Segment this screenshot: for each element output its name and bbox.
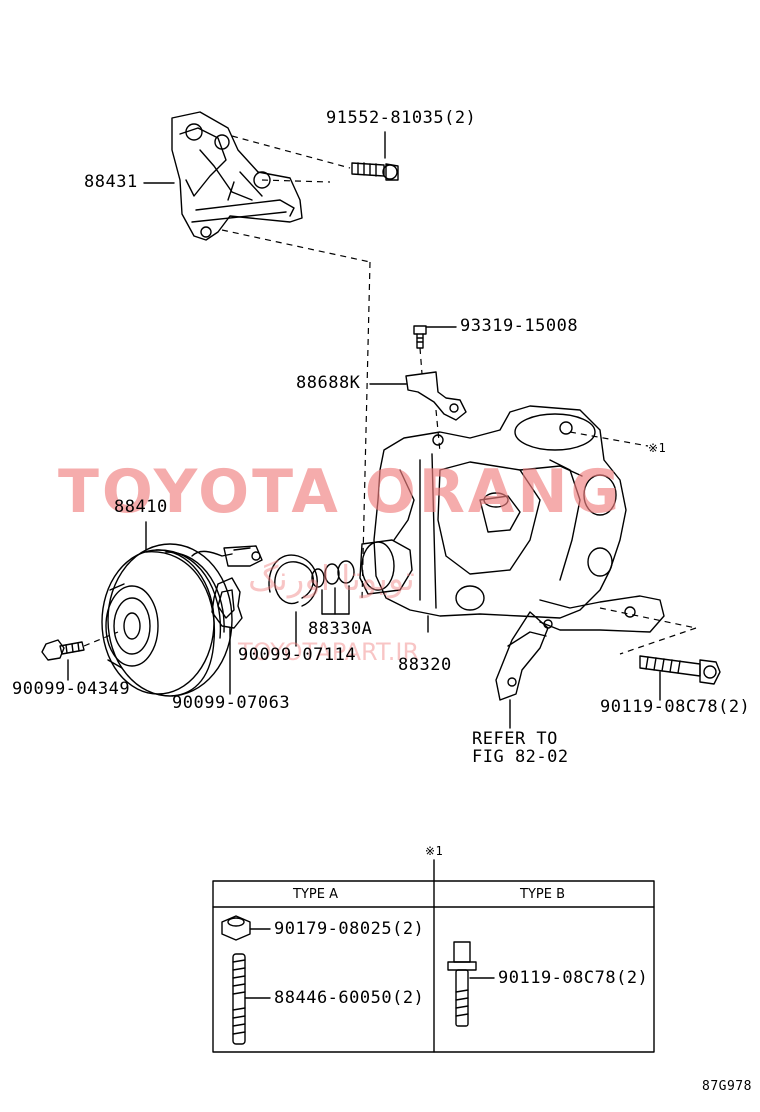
mount-bracket-drawing [495,611,549,701]
small-bolt-drawing [413,325,427,349]
clutch-wire-drawing [191,545,263,567]
table-stud-drawing [232,953,246,1045]
compressor-bolt-drawing [639,655,721,685]
shim-drawing [211,577,243,629]
label-pulley-bolt: 90099-04349 [12,679,131,699]
table-nut-drawing [221,915,251,941]
table-header-type-a: TYPE A [293,887,338,902]
label-refer-line-1: REFER TO [472,729,558,749]
watermark-text: TOYOTA ORANG [58,457,623,527]
table-bolt-drawing [447,941,477,1027]
label-clutch: 88410 [114,497,168,517]
label-compressor-bolt: 90119-08C78(2) [600,697,751,717]
watermark-url-text: TOYOTAPART.IR [238,638,420,666]
compressor-88320-drawing [359,405,665,633]
bracket-bolt-drawing [351,162,399,181]
label-refer-line-2: FIG 82-02 [472,747,569,767]
clutch-pulley-drawing [101,543,233,697]
label-table-bolt: 90119-08C78(2) [498,968,649,988]
bracket-88431-drawing [171,111,303,241]
label-compressor: 88320 [398,655,452,675]
label-bracket-bolt: 91552-81035(2) [326,108,477,128]
table-header-type-b: TYPE B [520,887,565,902]
pulley-bolt-drawing [41,639,85,661]
label-table-stud: 88446-60050(2) [274,988,425,1008]
figure-code: 87G978 [702,1079,752,1094]
label-clip: 88688K [296,373,361,393]
snap-ring-drawing [268,554,318,607]
type-table-drawing [212,859,655,1053]
label-table-nut: 90179-08025(2) [274,919,425,939]
watermark-arabic-text: تويوتا اورنگ [248,559,415,599]
label-shim: 90099-07063 [172,693,291,713]
clip-88688K-drawing [405,371,467,421]
label-snap-ring: 90099-07114 [238,645,357,665]
label-note-mark: ※1 [648,441,667,455]
label-shim-set: 88330A [308,619,373,639]
label-bracket: 88431 [84,172,138,192]
label-small-bolt: 93319-15008 [460,316,579,336]
dashed-guides [83,135,697,655]
shim-set-drawing [311,560,355,588]
table-mark: ※1 [425,844,444,858]
